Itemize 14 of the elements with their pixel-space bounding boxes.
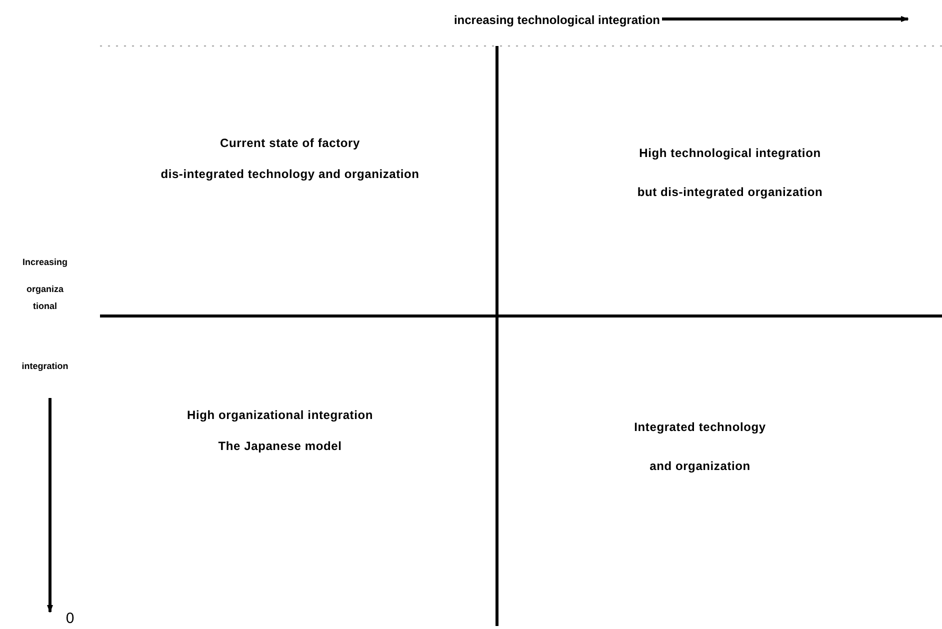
quadrant-text: and organization xyxy=(650,459,750,474)
quadrant-text: dis-integrated technology and organization xyxy=(160,167,420,182)
axis-label: increasing technological integration xyxy=(452,12,660,29)
axis-label: tional xyxy=(32,300,58,313)
quadrant-text: Integrated technology xyxy=(634,420,766,435)
quadrant-text: High technological integration xyxy=(639,146,821,161)
quadrant-text: The Japanese model xyxy=(218,439,342,454)
quadrant-text: Current state of factory xyxy=(220,136,360,151)
axis-origin-label: 0 xyxy=(64,609,76,629)
quadrant-text: but dis-integrated organization xyxy=(637,185,823,200)
quadrant-text: High organizational integration xyxy=(187,408,373,423)
axis-label: integration xyxy=(20,360,70,373)
axis-label: Increasing xyxy=(21,256,69,269)
axis-label: organiza xyxy=(25,283,64,296)
